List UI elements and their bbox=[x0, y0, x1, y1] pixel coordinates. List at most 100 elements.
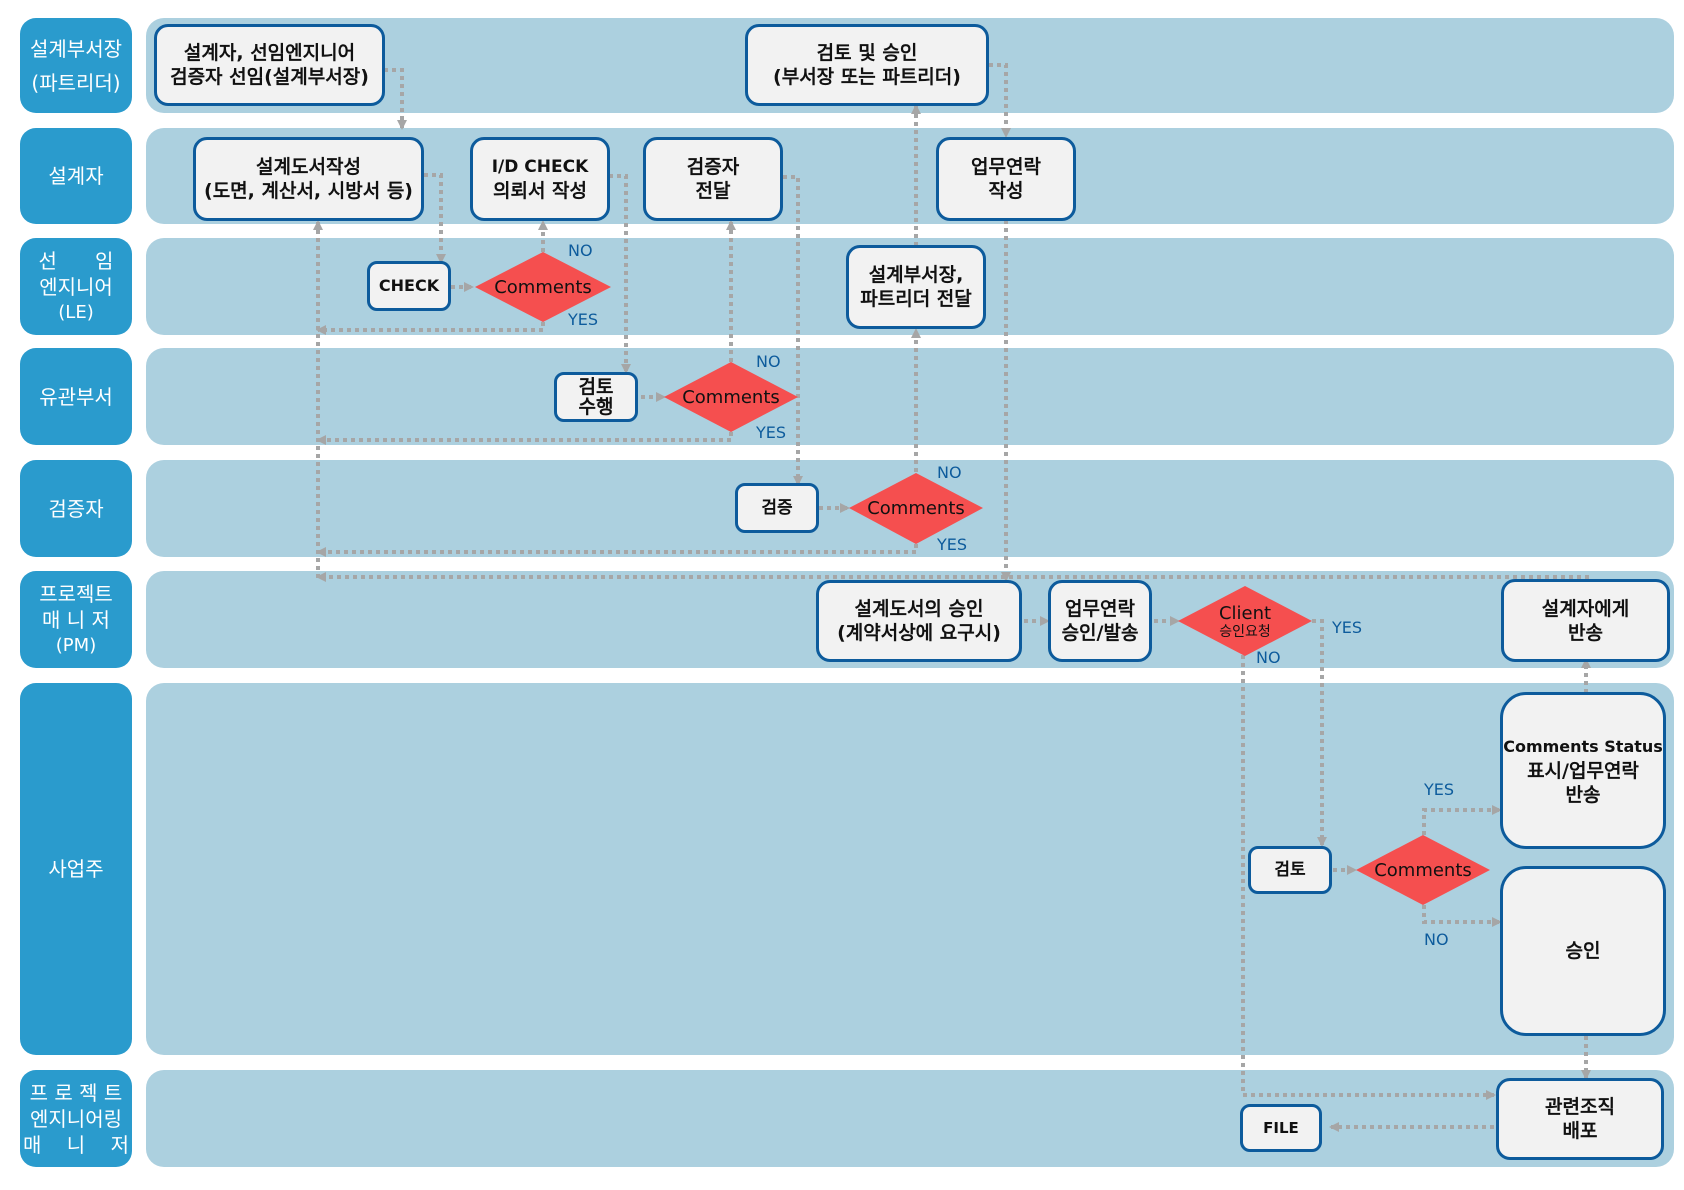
node-text: 검증자 선임(설계부서장) bbox=[170, 66, 369, 88]
node-text: 검토 bbox=[578, 376, 614, 398]
node-text: FILE bbox=[1263, 1119, 1299, 1137]
decision-text: Comments bbox=[682, 386, 780, 408]
lane-label-pm: 프로젝트 매 니 저 (PM) bbox=[20, 571, 132, 668]
node-comments-status[interactable]: Comments Status 표시/업무연락 반송 bbox=[1500, 692, 1666, 849]
diamond-shape bbox=[849, 473, 983, 544]
node-text: 검증 bbox=[761, 498, 793, 518]
lane-label-text: (파트리더) bbox=[31, 70, 121, 95]
decision-text: Comments bbox=[1374, 859, 1472, 881]
lane-label-text: 매 니 저 bbox=[42, 607, 110, 632]
node-drafting[interactable]: 설계도서작성 (도면, 계산서, 시방서 등) bbox=[193, 137, 424, 221]
node-text: 설계자, 선임엔지니어 bbox=[183, 42, 356, 64]
node-distribute[interactable]: 관련조직 배포 bbox=[1496, 1078, 1664, 1160]
branch-label-yes: YES bbox=[756, 423, 787, 442]
node-id-check[interactable]: I/D CHECK 의뢰서 작성 bbox=[470, 137, 610, 221]
branch-label-yes: YES bbox=[1424, 780, 1455, 799]
node-memo-write[interactable]: 업무연락 작성 bbox=[936, 137, 1076, 221]
node-text: 수행 bbox=[578, 396, 614, 418]
node-text: (계약서상에 요구시) bbox=[837, 622, 1001, 644]
node-text: 검토 bbox=[1274, 860, 1306, 880]
decision-verifier-comments[interactable]: Comments bbox=[849, 473, 983, 544]
diamond-shape bbox=[1356, 835, 1490, 905]
node-text: 승인 bbox=[1565, 940, 1601, 962]
diamond-shape bbox=[475, 252, 611, 322]
node-text: 파트리더 전달 bbox=[860, 288, 972, 310]
lane-label-text: 프로젝트 bbox=[39, 581, 113, 606]
branch-label-no: NO bbox=[1424, 930, 1449, 949]
node-text: 설계부서장, bbox=[868, 264, 964, 286]
node-text: 전달 bbox=[695, 180, 731, 202]
node-memo-send[interactable]: 업무연락 승인/발송 bbox=[1048, 580, 1152, 662]
node-text: (부서장 또는 파트리더) bbox=[773, 66, 961, 88]
branch-label-no: NO bbox=[568, 241, 593, 260]
lane-pem bbox=[146, 1070, 1674, 1167]
node-text: Comments Status bbox=[1503, 736, 1663, 756]
node-to-verifier[interactable]: 검증자 전달 bbox=[643, 137, 783, 221]
decision-text: Client bbox=[1218, 602, 1272, 624]
decision-text: Comments bbox=[867, 498, 965, 519]
node-text: 업무연락 bbox=[1065, 598, 1135, 620]
node-text: CHECK bbox=[378, 276, 440, 295]
decision-text: Comments bbox=[494, 276, 592, 298]
node-text: 승인/발송 bbox=[1061, 622, 1139, 644]
lane-label-owner: 사업주 bbox=[20, 683, 132, 1055]
lane-label-designer: 설계자 bbox=[20, 128, 132, 224]
node-text: (도면, 계산서, 시방서 등) bbox=[204, 180, 413, 202]
branch-label-no: NO bbox=[756, 352, 781, 371]
node-assign-staff[interactable]: 설계자, 선임엔지니어 검증자 선임(설계부서장) bbox=[154, 24, 385, 106]
node-text: 의뢰서 작성 bbox=[492, 180, 587, 202]
node-review-approve[interactable]: 검토 및 승인 (부서장 또는 파트리더) bbox=[745, 24, 989, 106]
branch-label-no: NO bbox=[1256, 648, 1281, 667]
node-return-designer[interactable]: 설계자에게 반송 bbox=[1501, 579, 1670, 662]
branch-label-yes: YES bbox=[568, 310, 599, 329]
lane-label-text: 엔지니어 bbox=[39, 274, 113, 299]
branch-label-yes: YES bbox=[937, 535, 968, 554]
lane-label-text: 사업주 bbox=[48, 857, 104, 881]
lane-label-dept-head: 설계부서장 (파트리더) bbox=[20, 18, 132, 113]
diamond-shape bbox=[664, 362, 798, 432]
branch-label-yes: YES bbox=[1332, 618, 1363, 637]
lane-label-verifier: 검증자 bbox=[20, 460, 132, 557]
decision-le-comments[interactable]: Comments bbox=[475, 252, 611, 322]
branch-label-no: NO bbox=[937, 463, 962, 482]
node-text: 설계자에게 bbox=[1541, 597, 1630, 620]
decision-dept-comments[interactable]: Comments bbox=[664, 362, 798, 432]
node-text: 검토 및 승인 bbox=[816, 42, 918, 64]
lane-label-pem: 프 로 젝 트 엔지니어링 매 니 저 bbox=[20, 1070, 132, 1167]
lane-related-dept bbox=[146, 348, 1674, 445]
lane-label-text: 설계자 bbox=[48, 164, 104, 188]
node-text: 업무연락 bbox=[971, 156, 1041, 178]
node-file[interactable]: FILE bbox=[1240, 1104, 1322, 1152]
lane-label-text: (PM) bbox=[55, 634, 97, 656]
node-text: 검증자 bbox=[686, 156, 740, 178]
decision-subtext: 승인요청 bbox=[1219, 623, 1271, 640]
lane-label-lead-engineer: 선 임 엔지니어 (LE) bbox=[20, 238, 132, 335]
lane-label-text: 매 니 저 bbox=[22, 1132, 130, 1157]
decision-client-approval[interactable]: Client 승인요청 bbox=[1178, 586, 1312, 656]
node-text: 반송 bbox=[1568, 621, 1603, 644]
node-check[interactable]: CHECK bbox=[367, 261, 451, 311]
node-owner-review[interactable]: 검토 bbox=[1248, 846, 1332, 894]
node-text: 작성 bbox=[988, 180, 1024, 202]
node-doc-approval[interactable]: 설계도서의 승인 (계약서상에 요구시) bbox=[816, 580, 1022, 662]
node-text: 반송 bbox=[1565, 783, 1601, 806]
node-to-dept-head[interactable]: 설계부서장, 파트리더 전달 bbox=[846, 245, 986, 329]
decision-owner-comments[interactable]: Comments bbox=[1356, 835, 1490, 905]
node-text: 배포 bbox=[1562, 1120, 1598, 1142]
node-verify[interactable]: 검증 bbox=[735, 483, 819, 533]
node-text: 표시/업무연락 bbox=[1527, 759, 1639, 782]
lane-label-text: 설계부서장 bbox=[30, 36, 122, 61]
lane-label-text: (LE) bbox=[58, 301, 94, 323]
diamond-shape bbox=[1178, 586, 1312, 656]
lane-label-text: 검증자 bbox=[48, 496, 104, 521]
node-text: I/D CHECK bbox=[491, 157, 589, 177]
node-review-perform[interactable]: 검토 수행 bbox=[554, 372, 638, 422]
lane-label-text: 유관부서 bbox=[39, 384, 113, 409]
lane-label-text: 선 임 bbox=[38, 248, 114, 273]
lane-label-related-dept: 유관부서 bbox=[20, 348, 132, 445]
node-approve[interactable]: 승인 bbox=[1500, 866, 1666, 1036]
node-text: 설계도서작성 bbox=[256, 156, 361, 178]
lane-label-text: 프 로 젝 트 bbox=[29, 1080, 123, 1105]
lane-label-text: 엔지니어링 bbox=[30, 1106, 122, 1131]
node-text: 관련조직 bbox=[1545, 1096, 1615, 1118]
